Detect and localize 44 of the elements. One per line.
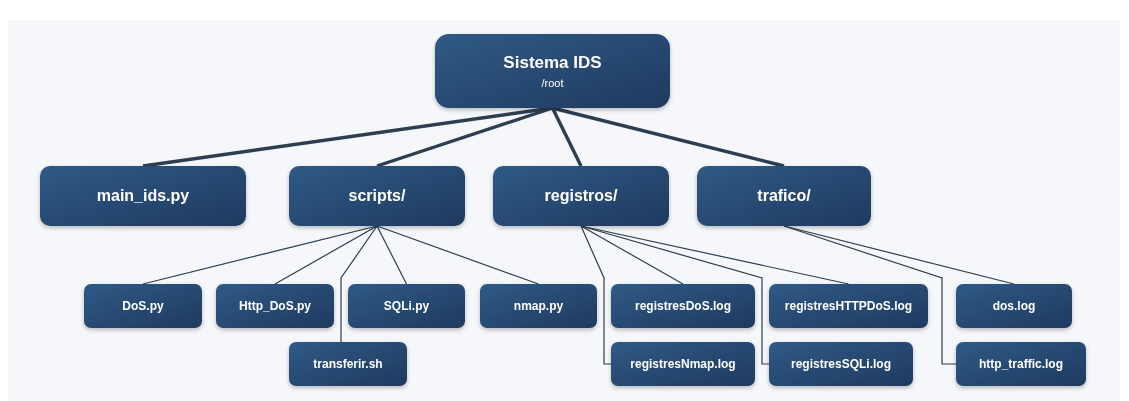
connector-line	[274, 225, 378, 285]
file-box	[348, 284, 465, 328]
node-title: SQLi.py	[383, 298, 430, 315]
node-subtitle: /root	[541, 76, 564, 91]
file-box	[769, 284, 928, 328]
folder-box	[493, 166, 669, 226]
folder-box	[40, 166, 246, 226]
connector-line	[376, 225, 540, 285]
file-box	[611, 342, 755, 386]
node-title: registros/	[544, 186, 618, 206]
connector-line	[580, 225, 770, 365]
node-title: dos.log	[992, 298, 1036, 315]
folder-box	[289, 166, 465, 226]
connector-line	[376, 225, 408, 285]
connector-line	[783, 225, 957, 365]
file-box	[480, 284, 597, 328]
file-box	[769, 342, 913, 386]
node-title: registresHTTPDoS.log	[784, 298, 913, 315]
file-box	[216, 284, 334, 328]
connector-line	[142, 225, 378, 285]
root-folder-box	[435, 34, 670, 108]
connector-line	[340, 225, 378, 343]
node-title: Http_DoS.py	[239, 298, 311, 315]
node-title: http_traffic.log	[979, 356, 1063, 373]
file-box	[289, 342, 407, 386]
node-title: registresDoS.log	[635, 298, 731, 315]
file-box	[84, 284, 202, 328]
file-box	[956, 342, 1086, 386]
node-title: DoS.py	[122, 298, 164, 315]
node-title: scripts/	[348, 186, 406, 206]
file-box	[956, 284, 1072, 328]
node-title: transferir.sh	[313, 356, 383, 373]
file-box	[611, 284, 755, 328]
connector-line	[580, 225, 684, 285]
node-title: nmap.py	[513, 298, 564, 315]
connector-line	[580, 225, 612, 365]
connector-line	[550, 107, 583, 167]
node-title: main_ids.py	[96, 186, 190, 206]
node-title: registresSQLi.log	[791, 356, 891, 373]
node-title: trafico/	[757, 186, 811, 206]
node-title: registresNmap.log	[630, 356, 736, 373]
folder-box	[697, 166, 871, 226]
node-title: Sistema IDS	[503, 51, 602, 73]
connector-line	[552, 106, 785, 168]
